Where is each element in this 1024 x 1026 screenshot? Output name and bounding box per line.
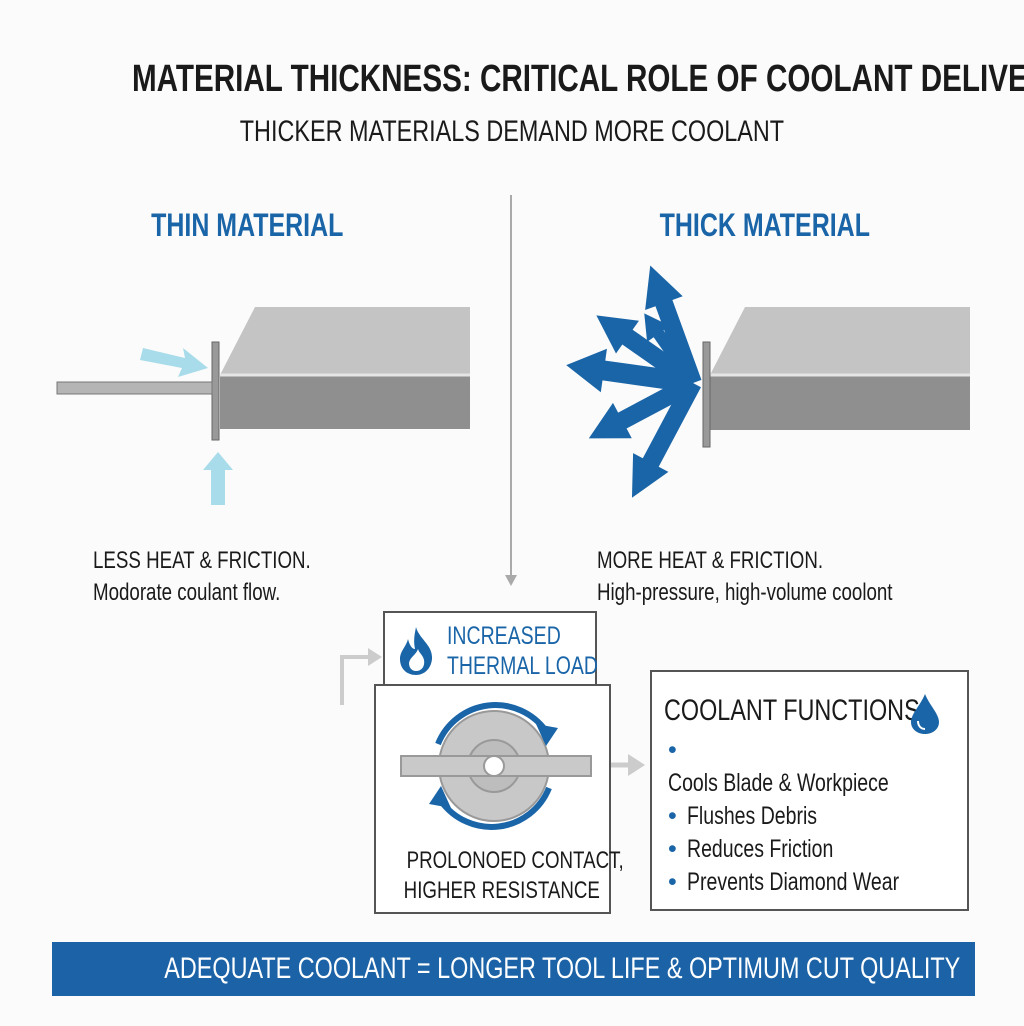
- list-item: •Reduces Friction: [668, 835, 834, 863]
- bullet-icon: •: [668, 802, 677, 830]
- coolant-functions-list: •Cools Blade & Workpiece •Flushes Debris…: [668, 734, 967, 899]
- bullet-icon: •: [668, 868, 677, 896]
- thin-material-slab: [220, 307, 470, 429]
- thin-heading: THIN MATERIAL: [151, 207, 344, 243]
- coolant-functions-box: COOLANT FUNCTIONS •Cools Blade & Workpie…: [650, 670, 969, 911]
- thin-feed-bar: [56, 381, 213, 395]
- thermal-load-box: INCREASED THERMAL LOAD: [383, 611, 598, 687]
- thermal-line1: INCREASED: [447, 622, 561, 650]
- heavy-coolant-arrows: [566, 265, 702, 498]
- thermal-load-text: INCREASED THERMAL LOAD: [447, 621, 641, 681]
- droplet-icon: [911, 694, 939, 734]
- page-title: MATERIAL THICKNESS: CRITICAL ROLE OF COO…: [131, 58, 1024, 100]
- light-coolant-arrows: [140, 348, 233, 505]
- connector-arrowhead-right: [628, 754, 645, 776]
- rotating-blade-icon: [400, 702, 592, 830]
- divider-arrowhead: [505, 575, 517, 586]
- bullet-icon: •: [668, 835, 677, 863]
- prolonged-contact-text: PROLONOED CONTACT, HIGHER RESISTANCE: [376, 846, 624, 906]
- list-item: •Prevents Diamond Wear: [668, 868, 899, 896]
- thick-description: MORE HEAT & FRICTION. High-pressure, hig…: [597, 545, 976, 609]
- conclusion-banner: ADEQUATE COOLANT = LONGER TOOL LIFE & OP…: [52, 942, 975, 996]
- bullet-icon: •: [668, 736, 677, 764]
- page-subtitle: THICKER MATERIALS DEMAND MORE COOLANT: [239, 115, 785, 148]
- thin-description: LESS HEAT & FRICTION. Modorate coulant f…: [93, 545, 372, 609]
- coolant-functions-heading: COOLANT FUNCTIONS: [664, 694, 920, 727]
- thick-line1: MORE HEAT & FRICTION.: [597, 547, 824, 574]
- thick-blade: [702, 341, 711, 448]
- flame-icon: [400, 627, 433, 675]
- thin-line2: Modorate coulant flow.: [93, 579, 281, 606]
- list-item: •Flushes Debris: [668, 802, 817, 830]
- thick-material-slab: [710, 307, 970, 430]
- thermal-line2: THERMAL LOAD: [447, 652, 598, 680]
- connector-arrow: [340, 655, 370, 705]
- contact-line2: HIGHER RESISTANCE: [403, 877, 600, 904]
- thin-line1: LESS HEAT & FRICTION.: [93, 547, 311, 574]
- thick-line2: High-pressure, high-volume coolont: [597, 579, 893, 606]
- thick-heading: THICK MATERIAL: [659, 207, 871, 243]
- thin-blade: [211, 341, 220, 441]
- prolonged-contact-box: PROLONOED CONTACT, HIGHER RESISTANCE: [374, 684, 624, 914]
- list-item: •Cools Blade & Workpiece: [668, 736, 889, 797]
- connector-arrowhead: [368, 648, 382, 666]
- contact-line1: PROLONOED CONTACT,: [406, 847, 624, 874]
